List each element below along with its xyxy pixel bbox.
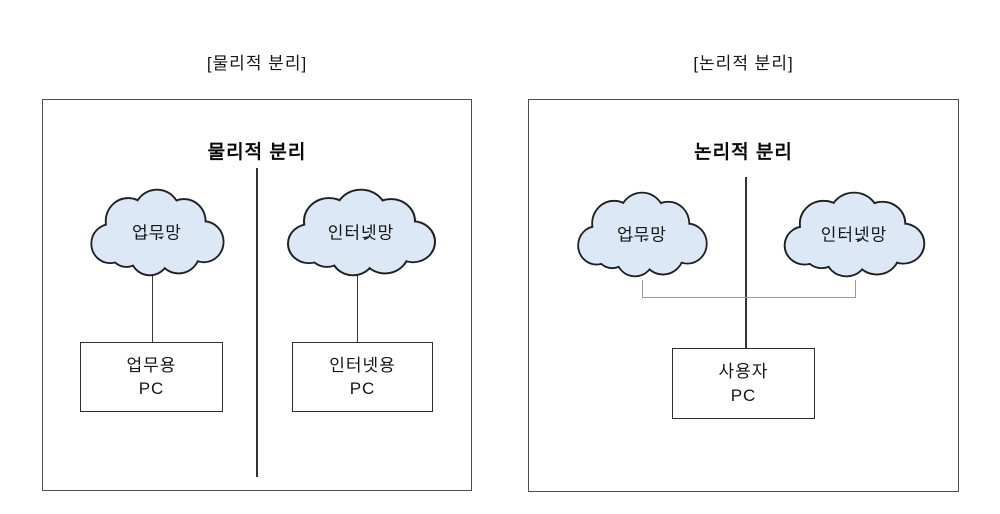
- work-pc-box: 업무용 PC: [80, 342, 223, 412]
- work-pc-label-line1: 업무용: [126, 355, 177, 375]
- internet-network-cloud-logical: 인터넷망: [778, 189, 930, 280]
- logical-separation-caption: [논리적 분리]: [693, 54, 794, 73]
- work-cloud-to-pc-line: [152, 275, 154, 343]
- internet-pc-box: 인터넷용 PC: [292, 342, 433, 412]
- work-cloud-stub-line: [642, 280, 643, 298]
- work-pc-label-line2: PC: [138, 379, 165, 398]
- logical-separation-panel: [528, 99, 959, 492]
- user-pc-box: 사용자 PC: [672, 348, 815, 419]
- user-pc-label-line1: 사용자: [718, 362, 769, 382]
- user-pc-label-line2: PC: [730, 385, 757, 405]
- work-network-label: 업무망: [132, 223, 182, 242]
- internet-network-label: 인터넷망: [327, 223, 395, 242]
- internet-pc-label-line2: PC: [349, 379, 376, 398]
- internet-cloud-stub-line: [855, 280, 856, 298]
- work-network-cloud: 업무망: [85, 186, 229, 279]
- work-network-label-logical: 업무망: [617, 225, 667, 244]
- logical-separation-title: 논리적 분리: [694, 142, 793, 163]
- logical-divider-line: [745, 177, 747, 348]
- physical-separation-caption: [물리적 분리]: [206, 54, 308, 73]
- internet-network-label-logical: 인터넷망: [820, 225, 888, 244]
- physical-divider-line: [256, 168, 258, 477]
- cloud-bus-line: [642, 297, 856, 298]
- internet-network-cloud: 인터넷망: [281, 186, 441, 279]
- work-network-cloud-logical: 업무망: [572, 189, 712, 280]
- physical-separation-title: 물리적 분리: [207, 142, 307, 163]
- internet-pc-label-line1: 인터넷용: [329, 355, 396, 375]
- internet-cloud-to-pc-line: [357, 275, 359, 343]
